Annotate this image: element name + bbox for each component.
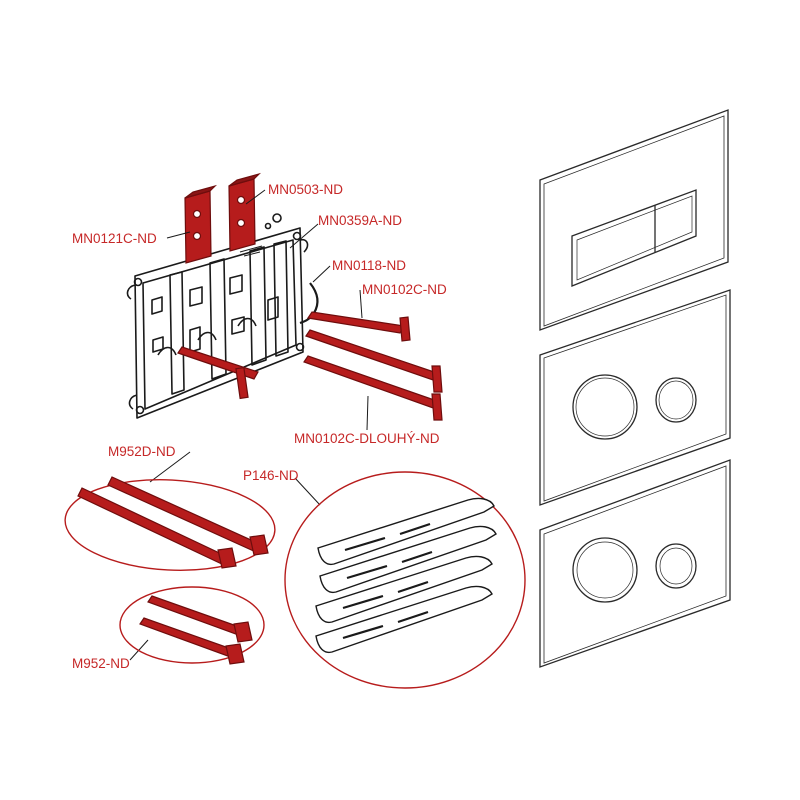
label-m952: M952-ND [72, 656, 130, 671]
label-mn0359a: MN0359A-ND [318, 213, 403, 228]
mounting-frame [126, 213, 309, 419]
label-mn0503: MN0503-ND [268, 182, 344, 197]
leader-lines [129, 189, 369, 661]
m952d-rods [77, 476, 269, 569]
label-mn0102c-dlouhy: MN0102C-DLOUHÝ-ND [294, 431, 440, 446]
flush-plate-round [539, 289, 731, 506]
label-p146: P146-ND [243, 468, 299, 483]
label-m952d: M952D-ND [108, 444, 176, 459]
frame-rods [177, 311, 443, 421]
label-mn0102c: MN0102C-ND [362, 282, 447, 297]
label-mn0118: MN0118-ND [332, 258, 407, 273]
m952-rods [139, 595, 253, 665]
red-clips [184, 172, 262, 264]
p146-plates [315, 497, 497, 654]
flush-plate-rectangular [539, 109, 729, 331]
label-mn0121c: MN0121C-ND [72, 231, 157, 246]
flush-plate-round-framed [539, 459, 731, 668]
ellipse-outlines [64, 471, 526, 689]
